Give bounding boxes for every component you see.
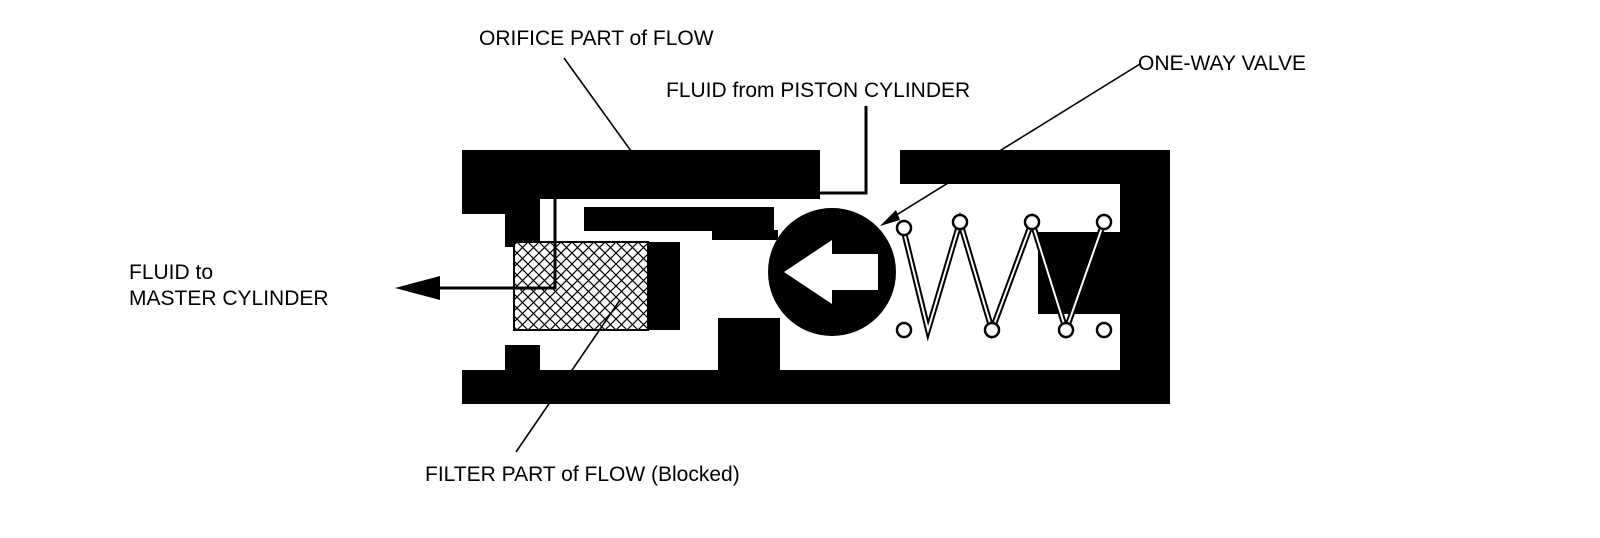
leader-valve [884, 63, 1141, 223]
label-filter: FILTER PART of FLOW (Blocked) [425, 463, 740, 486]
upper-step [712, 230, 778, 240]
valve-housing [462, 150, 1170, 404]
lower-step [718, 318, 780, 370]
one-way-valve-ball [768, 208, 896, 336]
filter-element [513, 241, 649, 331]
housing-body [462, 150, 1170, 404]
leader-lines [515, 57, 1141, 453]
leader-valve-arrowhead [880, 210, 900, 226]
flow-path [430, 106, 868, 290]
outlet-step-lower [505, 345, 540, 370]
filter-backing-block [648, 242, 680, 330]
spring [895, 211, 1113, 342]
outlet-arrow-icon [395, 276, 440, 300]
label-fluid-from: FLUID from PISTON CYLINDER [666, 79, 970, 102]
label-one-way-valve: ONE-WAY VALVE [1138, 52, 1306, 75]
leader-filter [515, 299, 621, 453]
flow-arrow-icon [784, 240, 878, 304]
label-fluid-to-line1: FLUID to [129, 261, 213, 284]
leader-orifice [563, 57, 663, 195]
label-fluid-to-line2: MASTER CYLINDER [129, 287, 329, 310]
upper-inner-wall [584, 207, 774, 231]
label-orifice: ORIFICE PART of FLOW [479, 27, 714, 50]
